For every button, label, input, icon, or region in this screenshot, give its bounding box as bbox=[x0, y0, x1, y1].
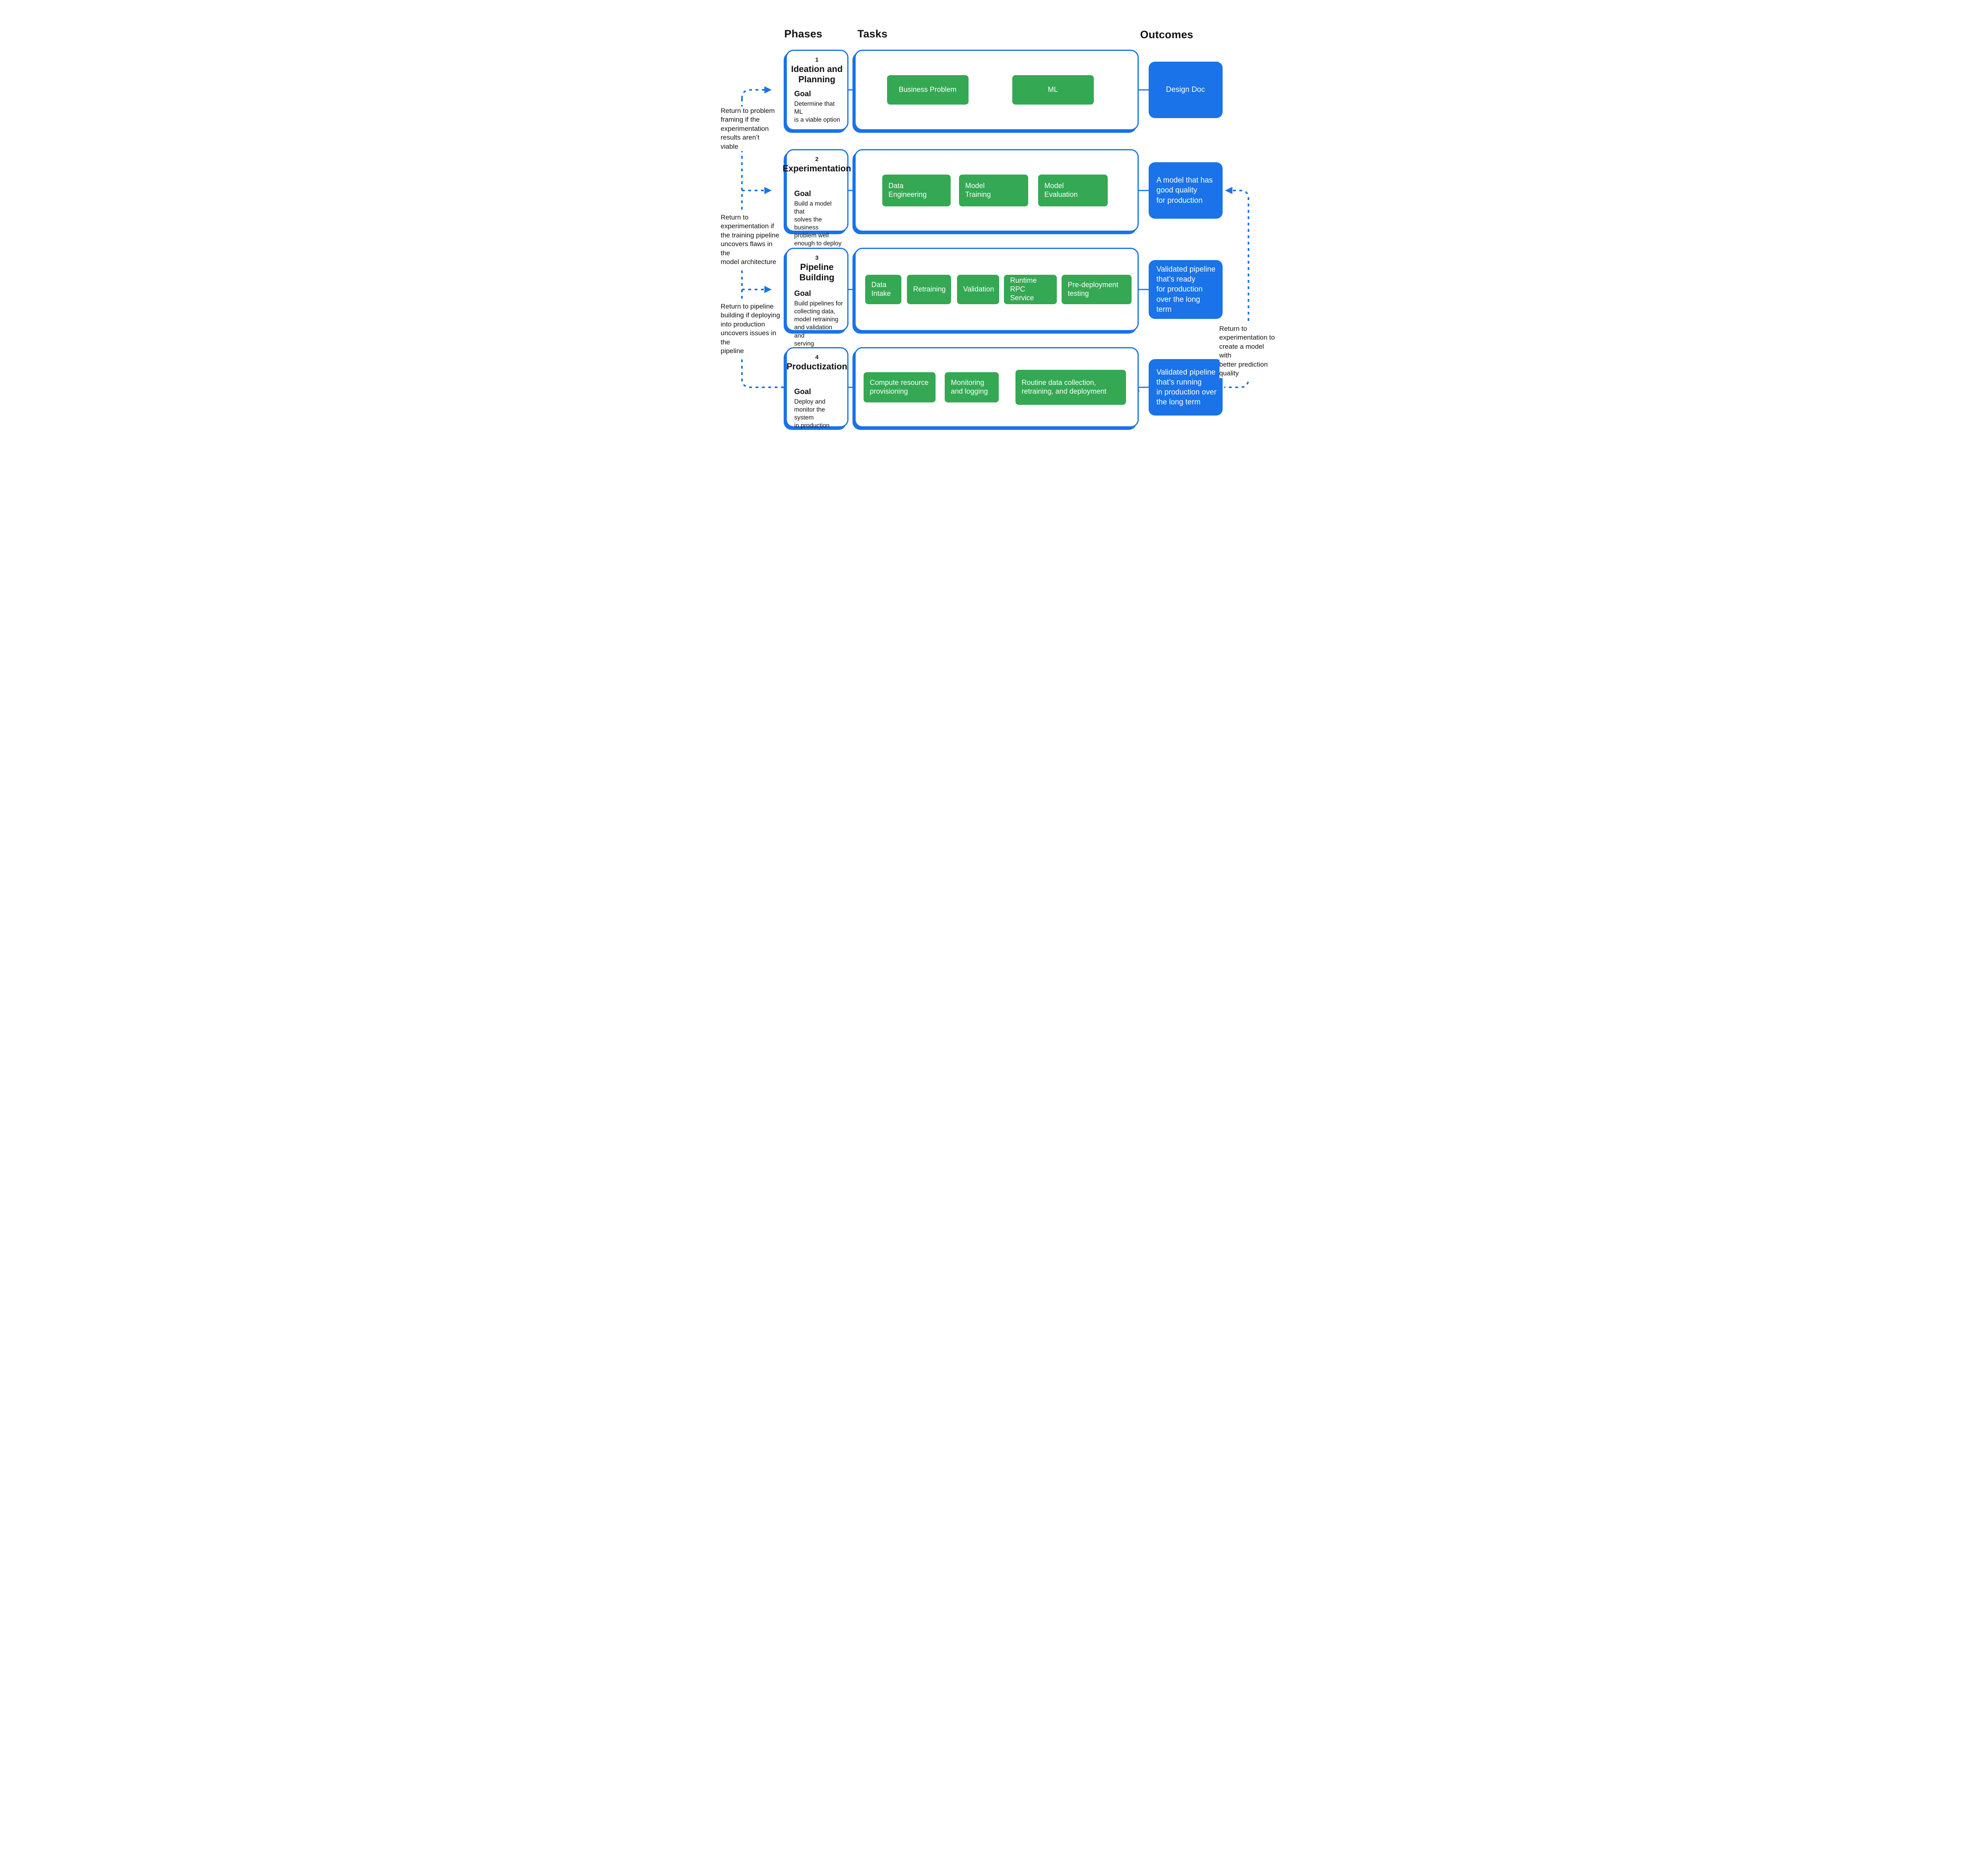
task-retraining: Retraining bbox=[907, 275, 951, 304]
task-data-engineering: Data Engineering bbox=[882, 175, 951, 206]
phase-title: Pipeline Building bbox=[799, 262, 835, 282]
task-business-problem: Business Problem bbox=[887, 75, 969, 105]
task-runtime-rpc-service: Runtime RPC Service bbox=[1004, 275, 1057, 304]
phases-header: Phases bbox=[784, 28, 823, 40]
task-monitoring-and-logging: Monitoring and logging bbox=[944, 372, 999, 402]
outcome-validated-pipeline-running: Validated pipeline that’s running in pro… bbox=[1148, 359, 1223, 416]
outcome-validated-pipeline-ready: Validated pipeline that’s ready for prod… bbox=[1148, 260, 1223, 319]
return-arrow-left-icon bbox=[1224, 186, 1249, 388]
annotation-return-pipeline-building: Return to pipeline building if deploying… bbox=[720, 302, 781, 356]
goal-text: Determine that ML is a viable option bbox=[794, 101, 840, 124]
phase-card-productization: 4 Productization Goal Deploy and monitor… bbox=[785, 347, 848, 429]
phase-card-experimentation: 2 Experimentation Goal Build a model tha… bbox=[782, 149, 851, 247]
phase-number: 1 bbox=[815, 56, 819, 63]
outcomes-header: Outcomes bbox=[1140, 29, 1194, 41]
phase-title: Experimentation bbox=[782, 163, 851, 173]
goal-label: Goal bbox=[794, 289, 811, 298]
annotation-return-experimentation: Return to experimentation if the trainin… bbox=[720, 213, 780, 267]
task-validation: Validation bbox=[957, 275, 999, 304]
goal-label: Goal bbox=[794, 189, 811, 198]
goal-label: Goal bbox=[794, 90, 811, 99]
task-data-intake: Data Intake bbox=[865, 275, 901, 304]
goal-label: Goal bbox=[794, 387, 811, 396]
phase-number: 3 bbox=[815, 254, 819, 261]
outcome-quality-model: A model that has good quality for produc… bbox=[1148, 162, 1223, 219]
left-return-path bbox=[741, 86, 785, 388]
phase-number: 2 bbox=[815, 156, 819, 163]
annotation-return-better-prediction: Return to experimentation to create a mo… bbox=[1219, 324, 1276, 378]
task-routine-data-collection: Routine data collection, retraining, and… bbox=[1015, 370, 1126, 405]
return-arrow-right-icon bbox=[741, 86, 772, 99]
annotation-return-problem-framing: Return to problem framing if the experim… bbox=[720, 107, 777, 152]
phase-card-pipeline-building: 3 Pipeline Building Goal Build pipelines… bbox=[785, 248, 848, 347]
task-model-evaluation: Model Evaluation bbox=[1038, 175, 1108, 206]
phase-card-ideation: 1 Ideation and Planning Goal Determine t… bbox=[785, 50, 848, 130]
task-pre-deployment-testing: Pre-deployment testing bbox=[1061, 275, 1132, 304]
task-model-training: Model Training bbox=[959, 175, 1028, 206]
task-ml: ML bbox=[1012, 75, 1094, 105]
task-compute-resource-provisioning: Compute resource provisioning bbox=[863, 372, 936, 402]
tasks-header: Tasks bbox=[857, 28, 888, 40]
goal-text: Build a model that solves the business p… bbox=[794, 200, 842, 247]
phase-title: Ideation and Planning bbox=[791, 64, 843, 84]
goal-text: Deploy and monitor the system in product… bbox=[794, 398, 830, 429]
right-return-path bbox=[1224, 186, 1249, 388]
goal-text: Build pipelines for collecting data, mod… bbox=[794, 300, 843, 347]
row-connectors bbox=[847, 89, 1149, 388]
phase-title: Productization bbox=[786, 361, 847, 371]
task-connectors bbox=[901, 89, 1062, 388]
phase-number: 4 bbox=[815, 354, 819, 361]
ml-workflow-diagram: Phases Tasks Outcomes 1 Ideation and Pla… bbox=[712, 0, 1276, 465]
outcome-design-doc: Design Doc bbox=[1148, 62, 1223, 118]
